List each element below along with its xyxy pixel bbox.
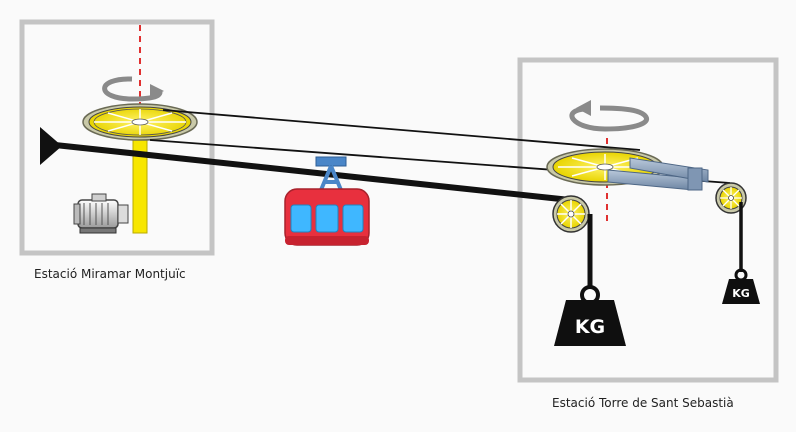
rotation-arrow-icon — [102, 76, 164, 102]
upper-cable-1 — [162, 109, 641, 151]
electric-motor-icon — [73, 193, 129, 234]
rotation-arrow-icon — [569, 100, 649, 132]
miramar-drive-shaft — [132, 124, 148, 234]
main-haul-cable — [54, 142, 571, 203]
weight-small-label: KG — [732, 287, 750, 300]
miramar-drive-wheel — [82, 103, 198, 141]
tension-pulley-large — [552, 195, 590, 233]
torre-station-label: Estació Torre de Sant Sebastià — [552, 396, 734, 410]
torre-station-frame — [517, 57, 779, 383]
tension-arm — [607, 157, 709, 191]
weight-large-label: KG — [575, 316, 605, 338]
miramar-station-frame — [19, 19, 215, 256]
counterweight-small: KG — [722, 268, 760, 304]
cable-anchor — [40, 127, 62, 165]
cable-car-cabin-icon — [284, 156, 370, 246]
counterweight-large: KG — [554, 285, 626, 346]
miramar-station-label: Estació Miramar Montjuïc — [34, 267, 186, 281]
tension-pulley-small — [715, 182, 747, 214]
